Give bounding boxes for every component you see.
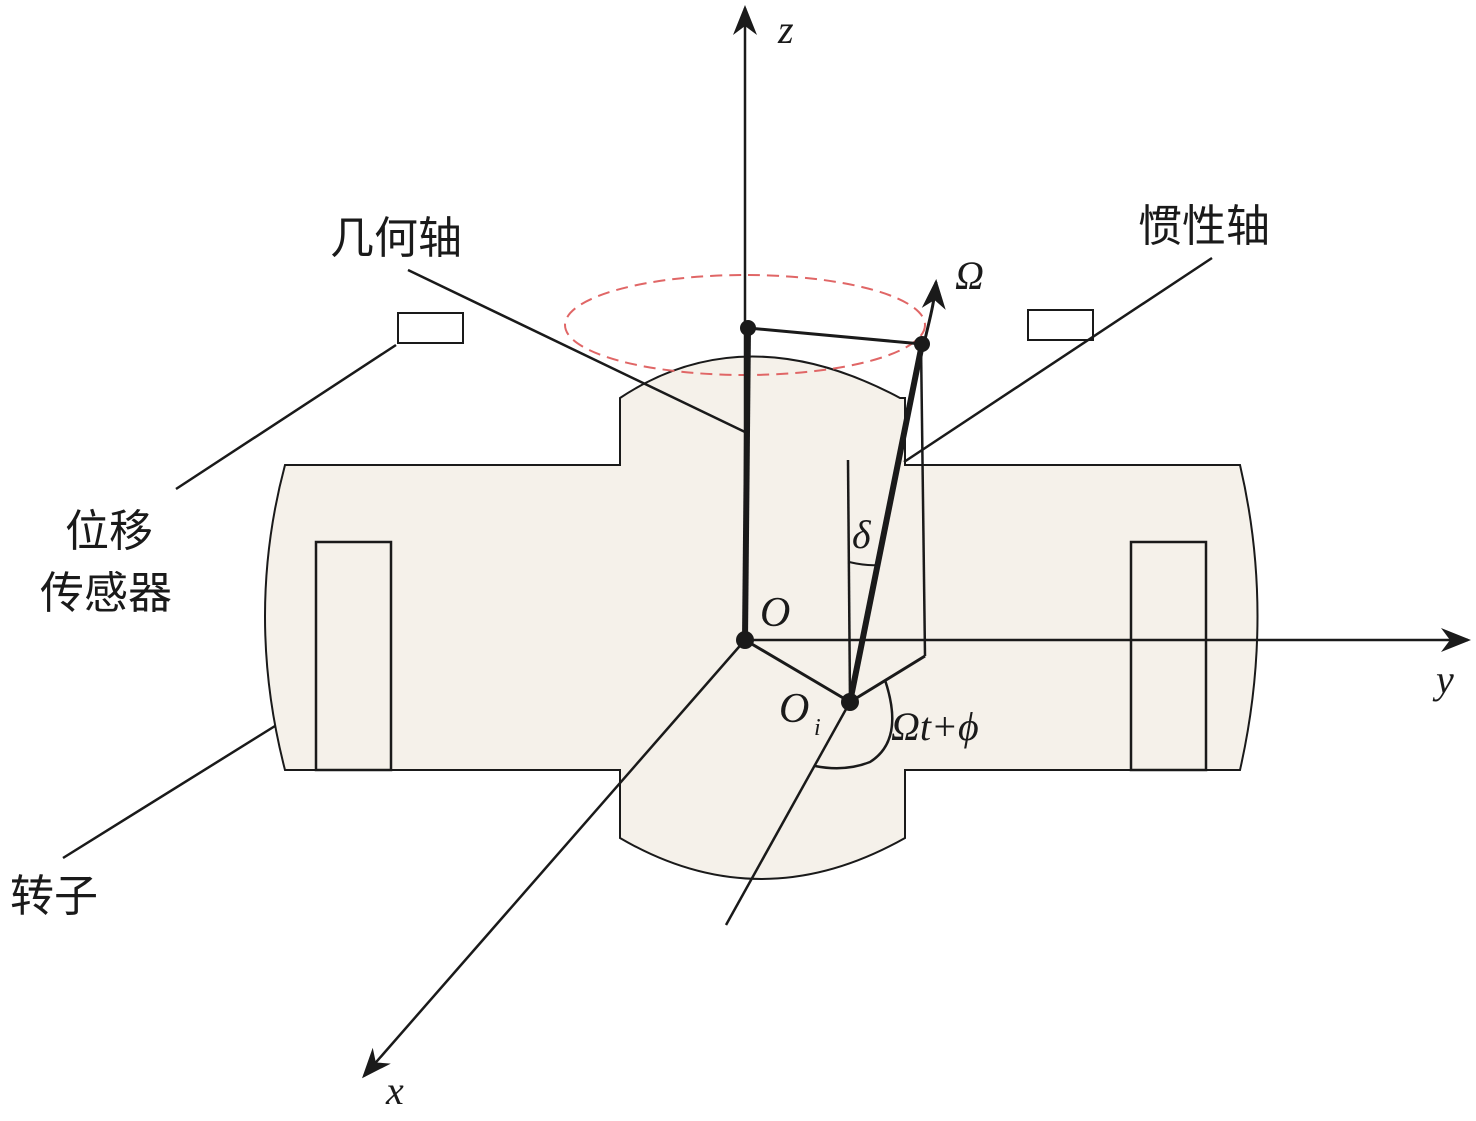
phase-label: Ωt+ϕ: [891, 704, 979, 749]
inertial-axis-label: 惯性轴: [1138, 201, 1270, 252]
top-link-line: [747, 326, 923, 346]
inertial-axis-leader: [903, 256, 1213, 464]
sensor-label-line2: 传感器: [40, 568, 172, 619]
geometric-axis-label: 几何轴: [330, 213, 462, 264]
Oi-label: O: [779, 686, 809, 732]
sensor-label-line1: 位移: [65, 506, 153, 557]
Oi-point: [841, 693, 859, 711]
geometric-axis-top-point: [740, 320, 756, 336]
delta-label: δ: [852, 512, 872, 557]
omega-rotation-arrow: [921, 279, 946, 345]
rotor-leader: [62, 724, 276, 860]
Oi-to-right-line: [849, 654, 926, 704]
sensor-leader: [175, 343, 397, 491]
inertial-axis-line: [847, 343, 925, 703]
origin-to-Oi-line: [744, 638, 851, 704]
displacement-sensor-right: [1027, 309, 1094, 341]
Oi-subscript: i: [814, 715, 821, 741]
geometric-axis-line: [742, 327, 751, 641]
phase-angle-arc: [814, 679, 894, 770]
displacement-sensor-left: [397, 312, 464, 344]
inertial-axis-top-point: [914, 336, 930, 352]
origin-label: O: [760, 590, 790, 636]
rotor-body: [264, 355, 1259, 880]
x-axis: [362, 639, 746, 1079]
origin-point: [736, 631, 754, 649]
omega-label: Ω: [955, 253, 984, 298]
delta-reference-line: [846, 459, 852, 703]
geometric-axis-leader: [407, 268, 746, 434]
right-vertical-line: [919, 343, 927, 657]
phase-reference-line: [724, 701, 852, 926]
delta-angle-arc: [848, 561, 880, 567]
y-axis-label: y: [1432, 657, 1454, 702]
rotor-right-slot: [1129, 540, 1208, 772]
z-axis-label: z: [777, 7, 794, 52]
rotor-label: 转子: [10, 871, 98, 922]
rotor-left-slot: [314, 540, 393, 772]
x-axis-label: x: [385, 1068, 404, 1113]
